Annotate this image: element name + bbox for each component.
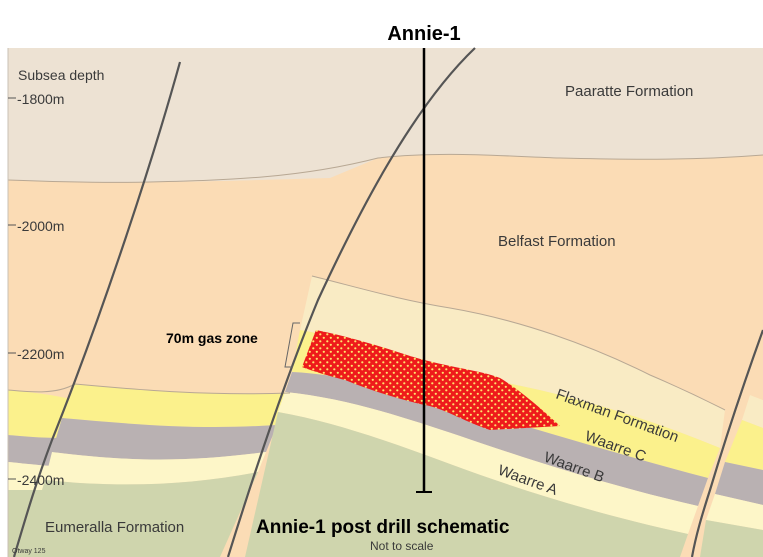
fault-1 (12, 61, 182, 557)
mid-waarre-a (45, 452, 266, 485)
figure-code: Otway 125 (12, 548, 46, 555)
east-eumeralla (700, 520, 763, 557)
depth-tick-label-2000: -2000m (17, 218, 64, 234)
mid-waarre-b (52, 418, 277, 460)
waarre-a-formation-area (278, 392, 698, 534)
left-eumeralla (8, 490, 46, 557)
east-waarre-c (725, 420, 763, 470)
fault-3 (690, 329, 763, 557)
schematic-title: Annie-1 post drill schematic (256, 517, 510, 538)
fault-lines (12, 47, 763, 557)
paaratte-formation-label: Paaratte Formation (565, 83, 693, 100)
depth-tick-label-2400: -2400m (17, 472, 64, 488)
eumeralla-central-area (245, 412, 688, 557)
mid-waarre-c (62, 384, 290, 428)
east-belfast-cap (750, 340, 763, 400)
east-waarre-b (715, 462, 763, 505)
flaxman-formation-area (300, 276, 725, 448)
paaratte-formation-area (8, 48, 763, 183)
well-name-label: Annie-1 (387, 23, 460, 45)
horizon-lines (7, 153, 763, 411)
waarre-b-formation-area (285, 372, 708, 506)
gas-zone-bracket (284, 322, 300, 368)
depth-tick-label-1800: -1800m (17, 91, 64, 107)
east-flaxman (742, 395, 763, 428)
mid-eumeralla (22, 472, 258, 557)
left-waarre-b (8, 435, 62, 466)
depth-ticks (8, 97, 16, 480)
east-waarre-a (706, 494, 763, 530)
gas-zone-label: 70m gas zone (166, 330, 258, 346)
eumeralla-formation-label: Eumeralla Formation (45, 519, 184, 536)
gas-zone-area (302, 330, 560, 430)
fault-2 (226, 47, 476, 557)
depth-tick-label-2200: -2200m (17, 346, 64, 362)
scale-note: Not to scale (370, 539, 434, 553)
belfast-formation-label: Belfast Formation (498, 233, 616, 250)
depth-axis-title: Subsea depth (18, 67, 104, 83)
